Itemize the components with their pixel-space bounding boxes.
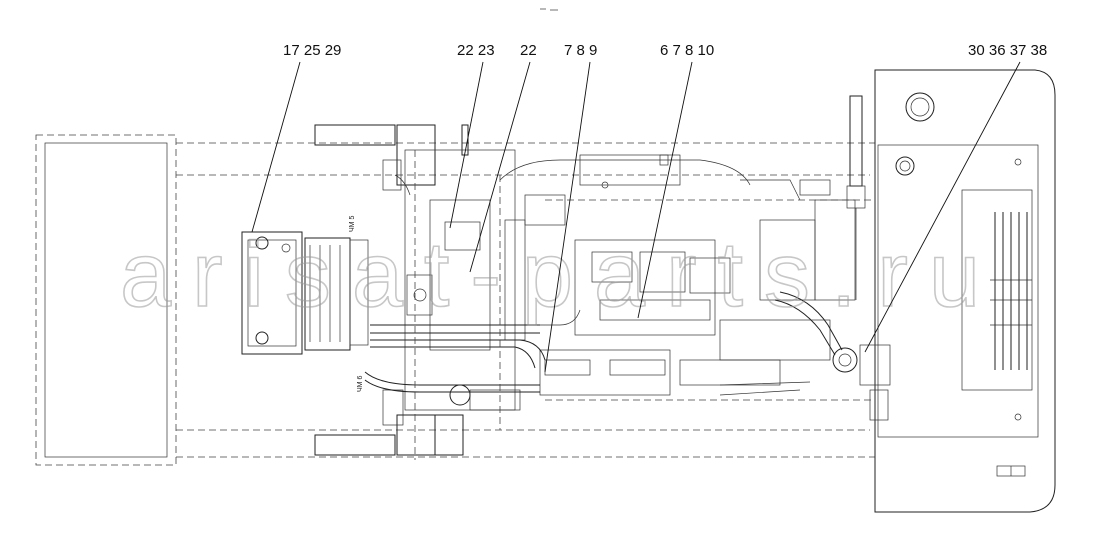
callout-22-23: 22 23 [457, 42, 495, 59]
piping [364, 174, 843, 396]
watermark-text: arisat-parts.ru [120, 224, 980, 326]
callout-17-25-29: 17 25 29 [283, 42, 341, 59]
callout-22: 22 [520, 42, 537, 59]
radiator-grille [990, 212, 1032, 370]
exhaust-stack [846, 95, 866, 300]
projection-lines [414, 150, 875, 460]
small-mark-lower: ЧМ 6 [357, 376, 364, 392]
callouts: 17 25 29 22 23 22 7 8 9 6 7 8 10 30 36 3… [283, 42, 1047, 59]
cooler-block [241, 231, 369, 355]
base-frame [35, 134, 875, 466]
callout-7-8-9: 7 8 9 [564, 42, 597, 59]
small-mark-upper: ЧМ 5 [349, 216, 356, 232]
engine-body [314, 124, 891, 456]
callout-6-7-8-10: 6 7 8 10 [660, 42, 714, 59]
callout-30-36-37-38: 30 36 37 38 [968, 42, 1047, 59]
leader-lines [251, 61, 1021, 373]
right-enclosure [869, 69, 1056, 513]
top-mark [540, 8, 558, 11]
